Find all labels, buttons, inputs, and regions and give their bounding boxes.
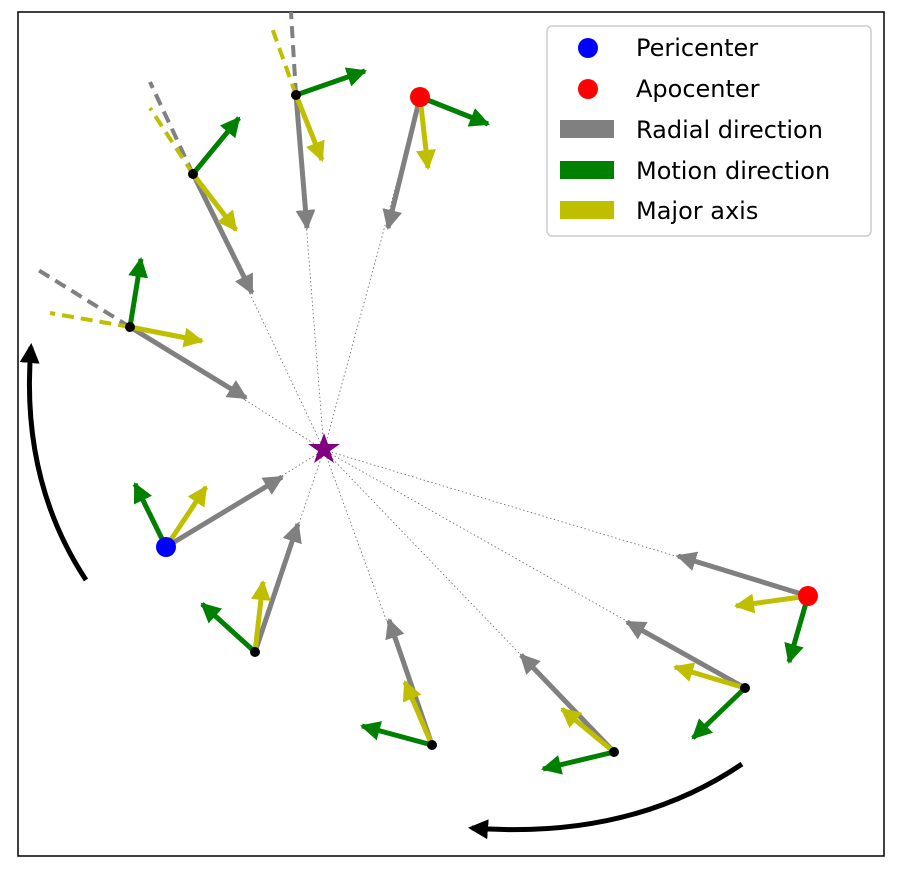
radial-arrow bbox=[676, 551, 809, 599]
legend-label-apocenter: Apocenter bbox=[636, 75, 760, 103]
motion-arrows bbox=[127, 67, 811, 775]
major-axis-arrow bbox=[163, 485, 209, 549]
rotation-arrow-icon bbox=[468, 761, 744, 840]
apocenter-marker bbox=[578, 79, 598, 99]
major-axis-arrow bbox=[673, 662, 746, 691]
motion-arrow bbox=[127, 257, 148, 328]
orbit-points bbox=[125, 87, 818, 757]
plot-frame bbox=[17, 11, 885, 857]
dashed-extensions bbox=[33, 11, 298, 329]
legend-label-motion: Motion direction bbox=[636, 157, 830, 185]
apocenter-point bbox=[410, 87, 430, 107]
orbit-point bbox=[291, 90, 301, 100]
radial-arrow bbox=[128, 324, 248, 401]
orbit-point bbox=[740, 683, 750, 693]
orbit-point bbox=[188, 169, 198, 179]
radial-arrow bbox=[382, 96, 423, 230]
major-axis-arrow bbox=[734, 593, 809, 614]
legend-label-radial: Radial direction bbox=[636, 116, 823, 144]
pericenter-marker bbox=[578, 38, 598, 58]
major-axis-arrow bbox=[293, 94, 325, 162]
legend-item-major-axis: Major axis bbox=[560, 197, 758, 225]
orbit-point bbox=[427, 740, 437, 750]
radial-arrow bbox=[293, 94, 316, 230]
legend-item-pericenter: Pericenter bbox=[578, 34, 758, 62]
motion-swatch bbox=[560, 161, 614, 179]
motion-arrow bbox=[132, 482, 169, 549]
major-axis-arrow bbox=[129, 324, 204, 348]
legend-item-radial: Radial direction bbox=[560, 116, 823, 144]
legend-label-major-axis: Major axis bbox=[636, 197, 758, 225]
motion-arrow bbox=[200, 602, 257, 654]
legend-box bbox=[546, 25, 872, 237]
major-axis-arrow bbox=[560, 707, 616, 754]
motion-arrow bbox=[541, 749, 615, 775]
major-axis-arrows bbox=[129, 94, 809, 754]
pericenter-point bbox=[156, 537, 176, 557]
legend-label-pericenter: Pericenter bbox=[636, 34, 758, 62]
apocenter-point bbox=[798, 586, 818, 606]
major-axis-swatch bbox=[560, 201, 614, 219]
radial-swatch bbox=[560, 120, 614, 138]
radial-arrow bbox=[164, 474, 284, 550]
motion-arrow bbox=[419, 94, 490, 127]
major-axis-arrow bbox=[191, 172, 238, 232]
motion-arrow bbox=[295, 67, 367, 98]
major-axis-arrow bbox=[251, 580, 271, 653]
motion-arrow bbox=[360, 721, 433, 748]
orbit-point bbox=[125, 322, 135, 332]
radial-arrow bbox=[190, 172, 255, 295]
orbit-point bbox=[609, 747, 619, 757]
rotation-arrow-icon bbox=[19, 343, 89, 582]
legend-item-apocenter: Apocenter bbox=[578, 75, 760, 103]
major-axis-arrow bbox=[402, 680, 435, 746]
legend-item-motion: Motion direction bbox=[560, 157, 830, 185]
radial-arrow bbox=[519, 653, 616, 754]
radial-arrow bbox=[252, 522, 302, 653]
legend: Pericenter Apocenter Radial direction Mo… bbox=[546, 25, 872, 237]
motion-arrow bbox=[691, 686, 747, 740]
motion-arrow bbox=[191, 116, 241, 176]
center-star-icon bbox=[308, 433, 340, 463]
radial-arrow bbox=[625, 619, 747, 691]
motion-arrow bbox=[784, 595, 811, 664]
orbit-point bbox=[250, 647, 260, 657]
major-axis-arrow bbox=[416, 96, 436, 170]
